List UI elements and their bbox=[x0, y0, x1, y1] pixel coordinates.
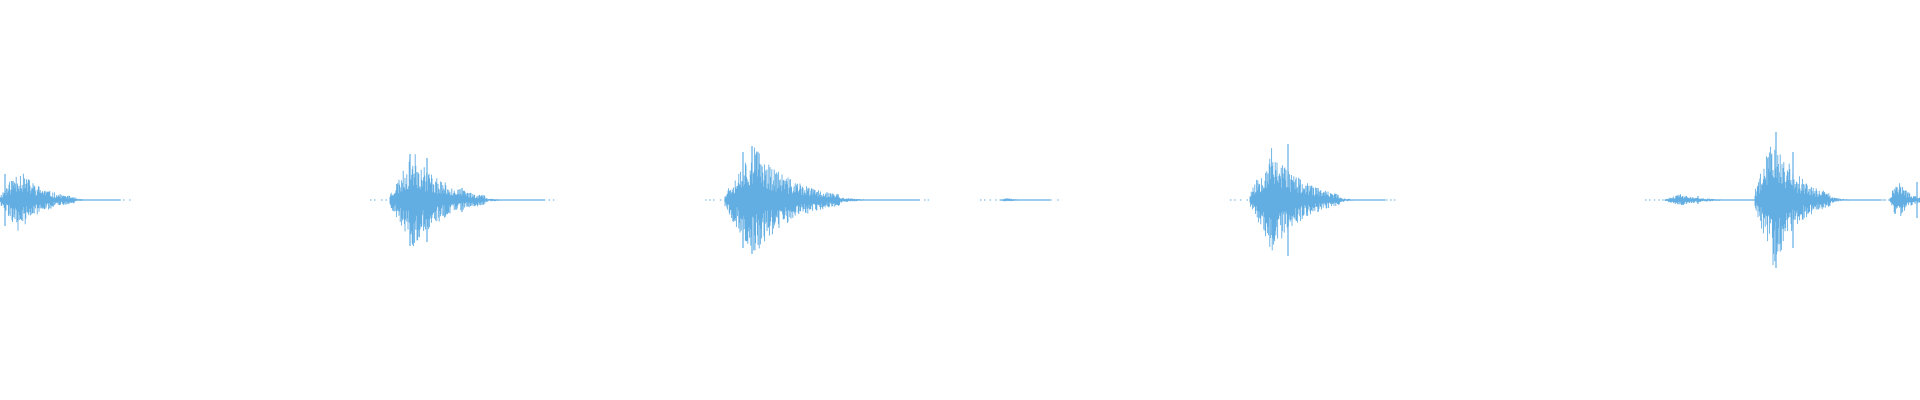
waveform-burst bbox=[1754, 146, 1881, 265]
waveform-burst-path bbox=[1889, 183, 1920, 217]
waveform-burst-path bbox=[0, 173, 121, 231]
waveform-burst-path bbox=[389, 154, 546, 247]
waveform-burst-path bbox=[1249, 148, 1386, 251]
waveform-burst-path bbox=[999, 198, 1051, 202]
waveform-burst-path bbox=[1664, 194, 1756, 206]
waveform-burst bbox=[1249, 148, 1386, 251]
waveform-burst bbox=[1889, 183, 1920, 217]
waveform-burst-path bbox=[724, 147, 920, 251]
waveform-burst bbox=[389, 154, 546, 247]
waveform-burst bbox=[0, 173, 121, 231]
waveform-burst-path bbox=[1754, 146, 1881, 265]
waveform-burst bbox=[724, 147, 920, 251]
waveform-burst bbox=[1664, 194, 1756, 206]
waveform-burst bbox=[999, 198, 1051, 202]
